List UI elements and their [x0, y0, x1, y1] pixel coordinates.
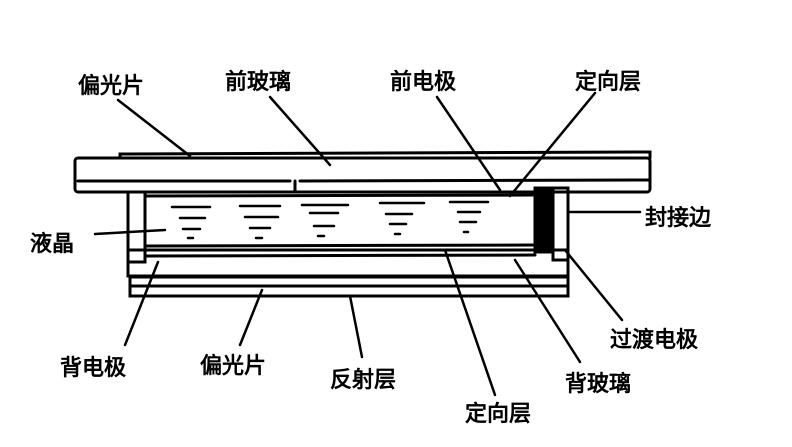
label-back-glass: 背玻璃 [565, 372, 632, 397]
label-transition-electrode: 过渡电极 [610, 328, 699, 353]
back-glass-plate [126, 248, 570, 278]
label-front-electrode: 前电极 [390, 70, 457, 95]
front-glass-plate [73, 156, 652, 194]
liquid-crystal-region [143, 193, 537, 248]
label-back-electrode: 背电极 [60, 356, 127, 381]
reflective-layer [128, 284, 570, 298]
label-liquid-crystal: 液晶 [30, 232, 75, 257]
seal-edge [533, 186, 570, 262]
label-front-glass: 前玻璃 [225, 70, 292, 95]
leader-lines [93, 91, 642, 397]
top-polarizer-layer [118, 150, 652, 160]
label-top-polarizer: 偏光片 [78, 74, 145, 99]
label-reflective-layer: 反射层 [330, 368, 397, 393]
left-wall [126, 190, 147, 264]
label-seal-edge: 封接边 [645, 206, 712, 231]
label-bottom-polarizer: 偏光片 [200, 354, 267, 379]
label-top-alignment-layer: 定向层 [575, 70, 642, 95]
label-bottom-alignment-layer: 定向层 [465, 402, 532, 427]
